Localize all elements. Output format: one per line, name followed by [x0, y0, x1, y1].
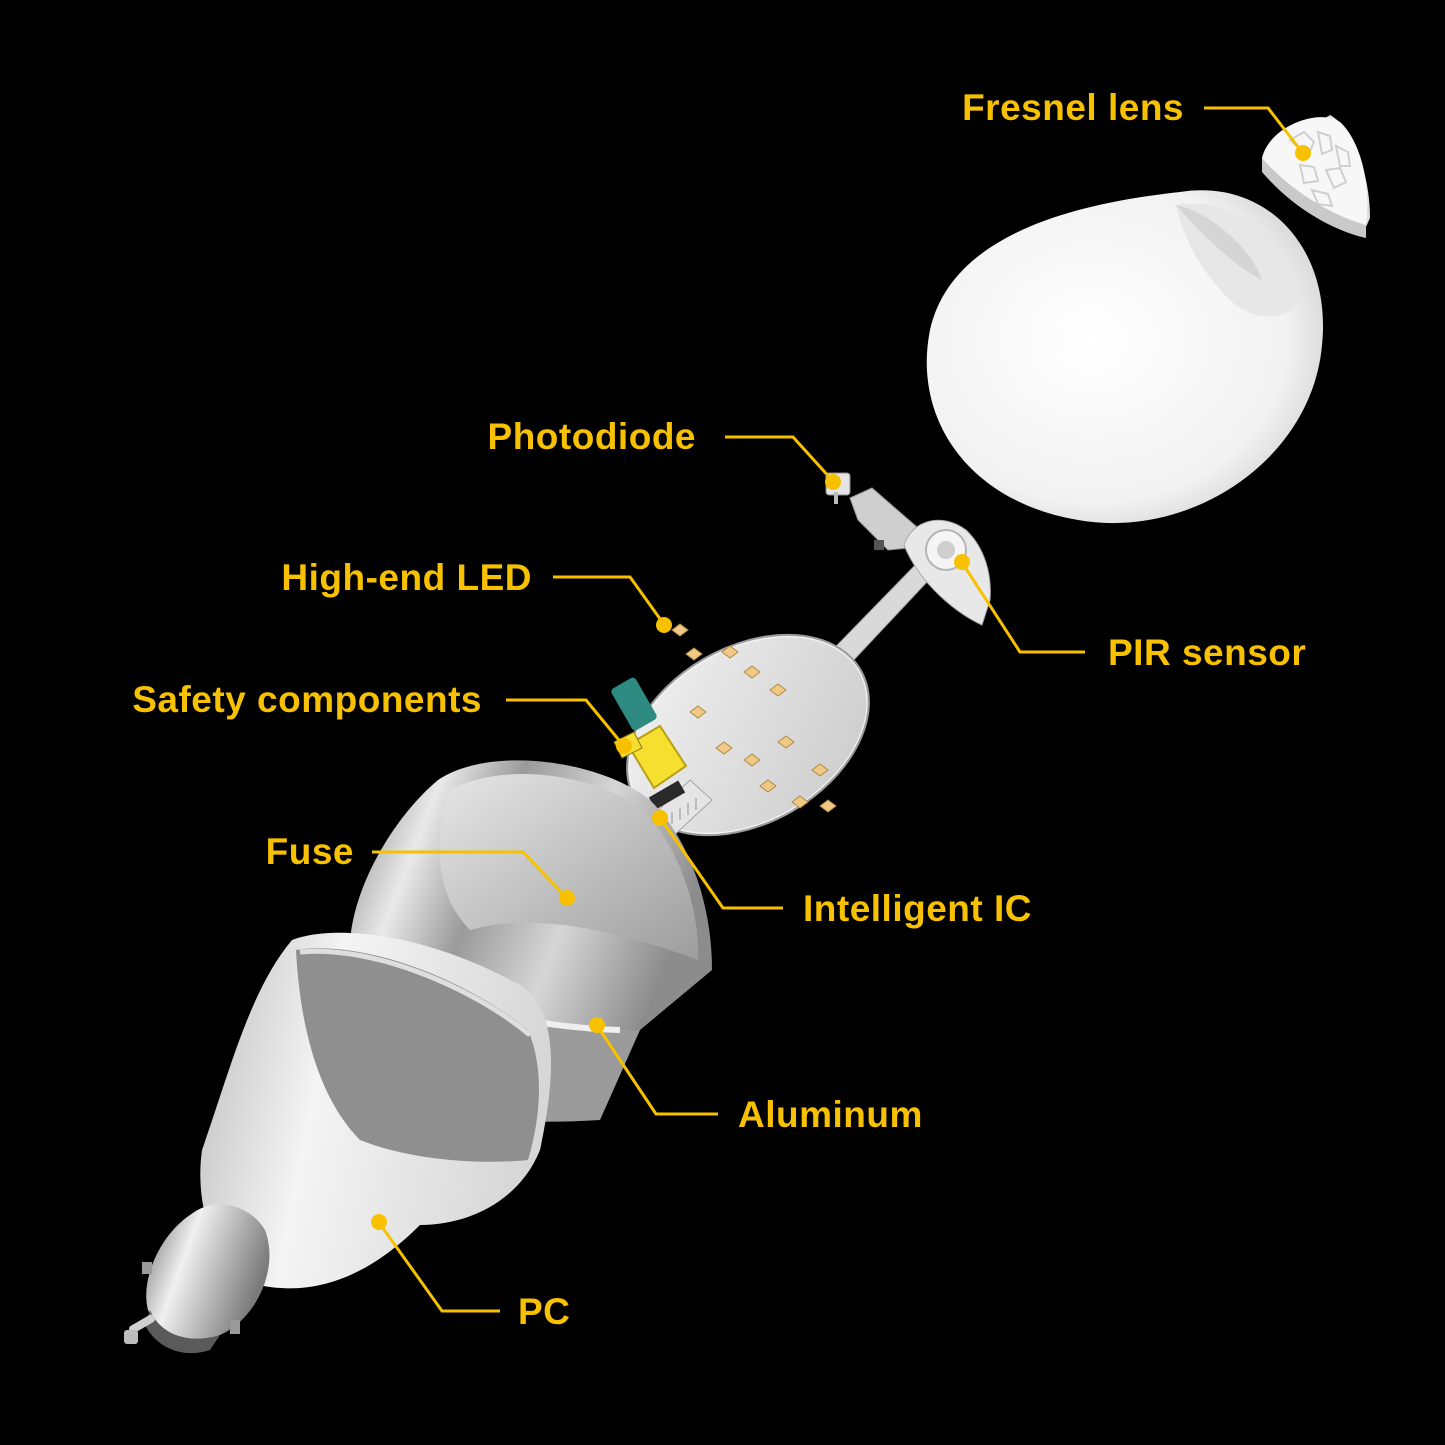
dot-fuse — [559, 890, 575, 906]
label-high-end-led: High-end LED — [281, 557, 532, 598]
leader-fresnel-lens — [1204, 106, 1304, 153]
leader-high-end-led — [553, 575, 665, 624]
led-chips — [671, 623, 837, 813]
dot-pc — [371, 1214, 387, 1230]
label-aluminum: Aluminum — [738, 1094, 923, 1135]
leader-pir-sensor — [961, 563, 1085, 654]
label-intelligent-ic: Intelligent IC — [803, 888, 1032, 929]
dot-fresnel-lens — [1295, 145, 1311, 161]
label-fresnel-lens: Fresnel lens — [962, 87, 1184, 128]
label-fuse: Fuse — [266, 831, 354, 872]
dot-pir-sensor — [954, 554, 970, 570]
pc-housing — [200, 932, 552, 1289]
dot-high-end-led — [656, 617, 672, 633]
bayonet-base — [124, 1204, 270, 1354]
leader-fuse — [372, 850, 568, 899]
dot-aluminum — [589, 1017, 605, 1033]
label-pir-sensor: PIR sensor — [1108, 632, 1306, 673]
leader-safety-components — [506, 698, 625, 746]
leader-photodiode — [725, 435, 834, 482]
dot-safety-components — [616, 738, 632, 754]
dot-photodiode — [825, 474, 841, 490]
dot-intelligent-ic — [652, 810, 668, 826]
leader-intelligent-ic — [659, 818, 783, 910]
label-safety-components: Safety components — [132, 679, 482, 720]
label-photodiode: Photodiode — [488, 416, 696, 457]
fresnel-lens-dome — [1262, 115, 1370, 238]
leader-lines — [371, 106, 1311, 1313]
leader-pc — [378, 1223, 500, 1313]
leader-aluminum — [596, 1026, 718, 1116]
label-pc: PC — [518, 1291, 570, 1332]
globe — [926, 190, 1324, 524]
